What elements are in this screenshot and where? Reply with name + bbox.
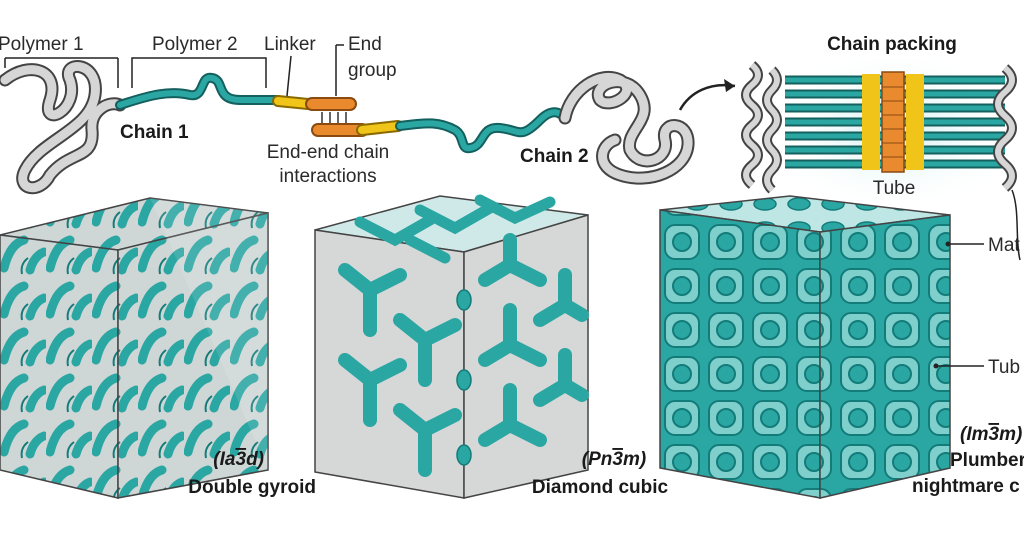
label-end-end-1: End-end chain bbox=[267, 142, 390, 163]
end-end-interaction-marks bbox=[321, 112, 347, 124]
label-chain1: Chain 1 bbox=[120, 122, 189, 143]
label-end-end-2: interactions bbox=[279, 166, 376, 187]
caption-plumber-name-2: nightmare c bbox=[912, 476, 1020, 497]
cube-diamond-cubic bbox=[314, 194, 589, 499]
packing-right-coils bbox=[993, 64, 1017, 192]
label-end-group-2: group bbox=[348, 60, 397, 81]
end-group-leader bbox=[335, 44, 344, 96]
caption-plumber-symmetry: (Im3m) bbox=[960, 424, 1022, 445]
polymer1-bracket bbox=[4, 57, 119, 88]
label-matrix: Mat bbox=[988, 235, 1020, 256]
linker-leader bbox=[286, 55, 292, 97]
label-linker: Linker bbox=[264, 34, 316, 55]
arrow-head bbox=[724, 79, 735, 92]
label-polymer1: Polymer 1 bbox=[0, 34, 84, 55]
label-tube-packing: Tube bbox=[873, 178, 916, 199]
diamond-top-network bbox=[354, 194, 556, 264]
label-tube-cube: Tub bbox=[988, 357, 1020, 378]
cube3-left bbox=[659, 209, 821, 499]
caption-gyroid-symmetry: (Ia3d) bbox=[213, 449, 264, 470]
diamond-face-network bbox=[338, 233, 589, 477]
chain-packing-illustration bbox=[741, 60, 1021, 261]
packing-linkers bbox=[862, 74, 924, 170]
cube3-right bbox=[819, 214, 951, 499]
label-polymer2: Polymer 2 bbox=[152, 34, 238, 55]
cube1-left bbox=[0, 234, 119, 499]
caption-gyroid-name: Double gyroid bbox=[188, 477, 316, 498]
label-chain-packing: Chain packing bbox=[827, 34, 957, 55]
polymer2-bracket bbox=[131, 57, 267, 88]
cube-plumbers-nightmare bbox=[659, 195, 984, 499]
caption-diamond-symmetry: (Pn3m) bbox=[582, 449, 646, 470]
cube-double-gyroid bbox=[0, 197, 269, 499]
caption-diamond-name: Diamond cubic bbox=[532, 477, 669, 498]
packing-tube-core bbox=[881, 71, 905, 173]
chain-schematic bbox=[0, 44, 736, 195]
caption-plumber-name-1: Plumber’ bbox=[950, 450, 1024, 471]
cube1-right bbox=[117, 212, 269, 499]
label-chain2: Chain 2 bbox=[520, 146, 589, 167]
label-end-group-1: End bbox=[348, 34, 382, 55]
packing-left-coils bbox=[741, 61, 782, 194]
